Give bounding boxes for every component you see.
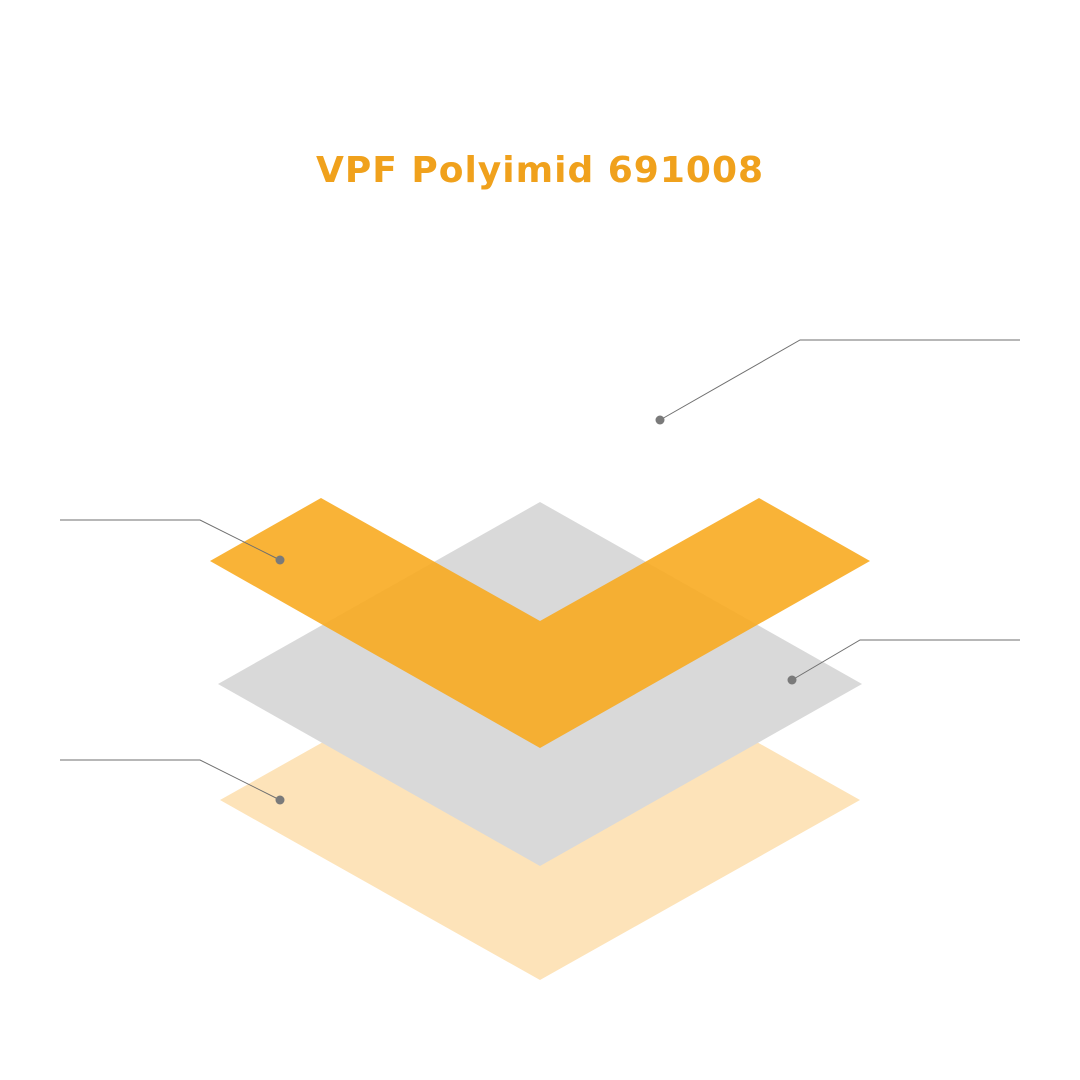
leader-dot — [655, 415, 665, 425]
leader-dot — [275, 555, 285, 565]
leader-line — [60, 519, 281, 561]
callout-bottom-layer — [60, 759, 285, 805]
diagram-title: VPF Polyimid 691008 — [315, 150, 765, 191]
callout-top-layer — [60, 519, 285, 565]
leader-line — [791, 639, 1020, 681]
callout-top-right — [655, 339, 1020, 425]
leader-dot — [275, 795, 285, 805]
callout-middle-layer — [787, 639, 1020, 685]
leader-line — [60, 759, 281, 801]
top-layer — [210, 498, 870, 748]
leader-line — [659, 339, 1020, 421]
leader-dot — [787, 675, 797, 685]
